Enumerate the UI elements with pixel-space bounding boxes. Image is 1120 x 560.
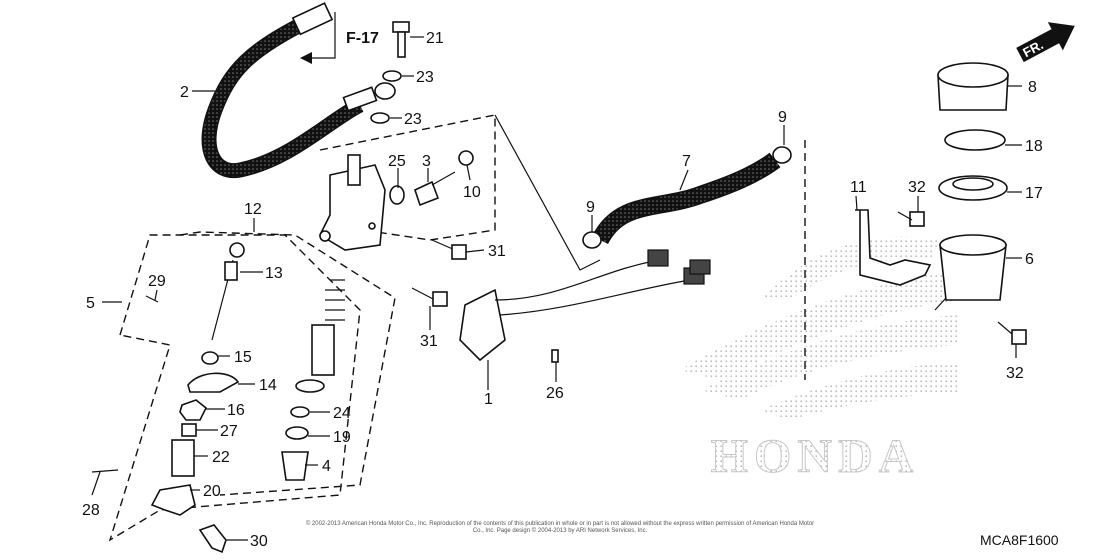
reference-label: F-17 [346, 30, 379, 47]
callout-27: 27 [220, 423, 238, 440]
reservoir-cap [937, 62, 1009, 111]
callout-28: 28 [82, 502, 100, 519]
bolt-32-lower [997, 321, 1027, 345]
callout-20: 20 [203, 483, 221, 500]
rod-sleeve [171, 439, 195, 477]
callout-9b: 9 [586, 199, 595, 216]
callout-3: 3 [422, 153, 431, 170]
piston-spring [325, 279, 345, 321]
set-plate [944, 129, 1006, 151]
callout-31b: 31 [420, 333, 438, 350]
master-cylinder [318, 154, 386, 251]
reservoir-hose-fill [593, 153, 780, 244]
mounting-bolt-upper [431, 239, 467, 260]
callout-18: 18 [1025, 138, 1043, 155]
hose-joint [414, 171, 456, 207]
hose-clip [458, 150, 474, 166]
lock-nut [201, 351, 219, 365]
callout-31a: 31 [488, 243, 506, 260]
callout-22: 22 [212, 449, 230, 466]
callout-23b: 23 [404, 111, 422, 128]
callout-19: 19 [333, 429, 351, 446]
callout-8: 8 [1028, 79, 1037, 96]
callout-6: 6 [1025, 251, 1034, 268]
front-direction-arrow: FR. [1016, 22, 1075, 63]
reservoir-stay [855, 209, 932, 286]
callout-10: 10 [463, 184, 481, 201]
honda-watermark-text: HONDA [711, 430, 920, 483]
sealing-washer-upper [382, 70, 402, 82]
hose-clamp-upper [772, 146, 792, 164]
callout-11: 11 [850, 179, 867, 196]
callout-16: 16 [227, 402, 245, 419]
callout-15: 15 [234, 349, 252, 366]
bolt-32-upper [897, 211, 925, 227]
figure-code: MCA8F1600 [980, 532, 1059, 548]
leader-lines [91, 36, 1022, 541]
callout-numbers: 2 21 23 23 25 3 10 7 9 9 12 13 5 29 15 1… [82, 30, 1043, 550]
callout-4: 4 [322, 458, 331, 475]
assembly-outline-12 [179, 231, 396, 496]
callout-9a: 9 [778, 109, 787, 126]
callout-2: 2 [180, 84, 189, 101]
callout-17: 17 [1025, 185, 1043, 202]
callout-1: 1 [484, 391, 493, 408]
brake-reservoir [934, 234, 1007, 311]
callout-7: 7 [682, 153, 691, 170]
sealing-washer-lower [370, 112, 390, 124]
callout-26: 26 [546, 385, 564, 402]
callout-5: 5 [86, 295, 95, 312]
callout-32a: 32 [908, 179, 926, 196]
collar [181, 423, 197, 437]
callout-24: 24 [333, 405, 351, 422]
hex-nut [179, 399, 208, 421]
callout-13: 13 [265, 265, 283, 282]
leader-7 [494, 114, 601, 271]
callout-25: 25 [388, 153, 406, 170]
callout-30: 30 [250, 533, 268, 550]
brake-light-switch [459, 249, 711, 363]
honda-wing-watermark: HONDA [680, 236, 960, 484]
pin-29 [145, 295, 159, 303]
washer-19 [285, 426, 309, 440]
callout-21: 21 [426, 30, 444, 47]
mounting-bolt-lower [411, 287, 448, 307]
reference-arrow-f17: F-17 [300, 12, 379, 64]
callout-29: 29 [148, 273, 166, 290]
washer-24 [295, 379, 325, 393]
callout-14: 14 [259, 377, 277, 394]
rubber-boot [281, 451, 309, 481]
push-rod [211, 242, 245, 341]
oil-bolt [392, 21, 410, 58]
bolt-30 [198, 524, 227, 554]
circlip [290, 406, 310, 418]
clevis [150, 484, 196, 516]
o-ring [389, 185, 405, 205]
piston [311, 324, 335, 376]
cotter-pin [91, 469, 119, 473]
copyright-notice: © 2002-2013 American Honda Motor Co., In… [305, 521, 815, 534]
assembly-outline-5 [108, 234, 361, 542]
push-rod-joint [187, 372, 240, 393]
hose-clamp-lower [582, 231, 602, 249]
callout-32b: 32 [1006, 365, 1024, 382]
brake-hose [201, 2, 396, 179]
callout-12: 12 [244, 201, 262, 218]
diaphragm [938, 175, 1008, 201]
assembly-outline-1 [319, 114, 496, 241]
callout-23a: 23 [416, 69, 434, 86]
